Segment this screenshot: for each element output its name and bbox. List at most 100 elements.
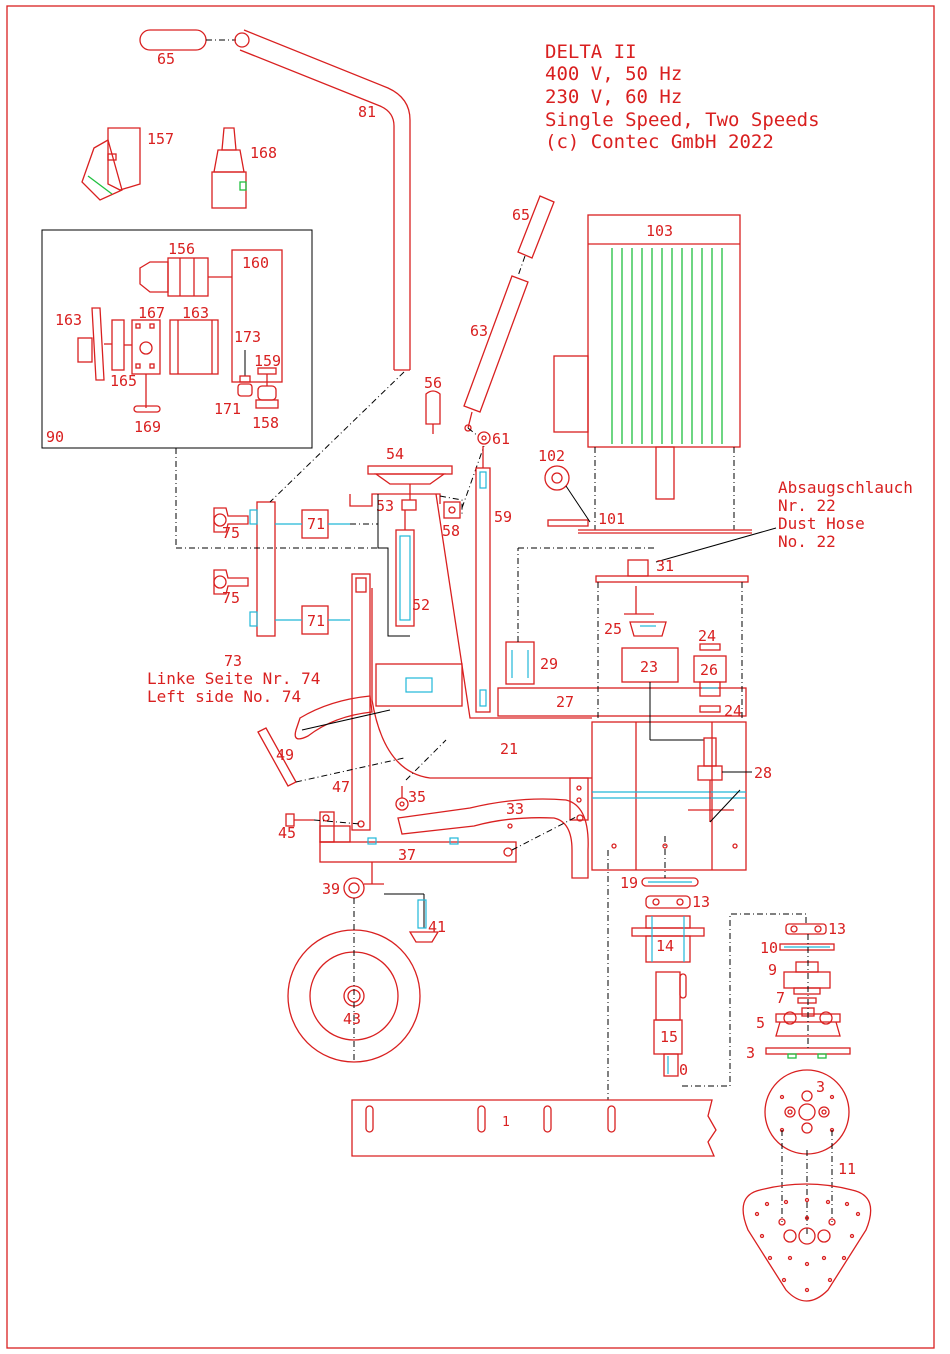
label-75-lower: 75 [222, 589, 240, 607]
label-56: 56 [424, 374, 442, 392]
label-156: 156 [168, 240, 195, 258]
label-159: 159 [254, 352, 281, 370]
title-line-2: 400 V, 50 Hz [545, 63, 682, 85]
label-3-side: 3 [746, 1044, 755, 1062]
label-163-right: 163 [182, 304, 209, 322]
title-block: DELTA II 400 V, 50 Hz 230 V, 60 Hz Singl… [545, 41, 820, 153]
note-dust-hose-de-1: Absaugschlauch [778, 478, 913, 497]
label-168: 168 [250, 144, 277, 162]
adjust-lever-63 [463, 195, 555, 432]
label-19: 19 [620, 874, 638, 892]
label-61: 61 [492, 430, 510, 448]
label-163-left: 163 [55, 311, 82, 329]
bearing-13-right [785, 923, 827, 935]
switch-box-90 [41, 229, 313, 449]
tensioner-26 [693, 643, 727, 713]
label-58: 58 [442, 522, 460, 540]
lever-33 [397, 777, 589, 879]
label-158: 158 [252, 414, 279, 432]
shaft-28 [688, 737, 752, 823]
label-28: 28 [754, 764, 772, 782]
label-52: 52 [412, 596, 430, 614]
shaft-15 [653, 971, 687, 1077]
star-knob-75-lower [213, 569, 249, 595]
label-53: 53 [376, 497, 394, 515]
cover-plate-31 [595, 559, 749, 720]
note-dust-hose-en-1: Dust Hose [778, 514, 865, 533]
label-26: 26 [700, 661, 718, 679]
label-165: 165 [110, 372, 137, 390]
plug-157 [81, 127, 141, 201]
label-7: 7 [776, 989, 785, 1007]
title-line-5: (c) Contec GmbH 2022 [545, 131, 774, 153]
hub-9 [783, 961, 831, 995]
label-13-right: 13 [828, 920, 846, 938]
guide-rail-1 [351, 1099, 717, 1157]
washer-10 [779, 943, 835, 951]
note-left-side-en: Left side No. 74 [147, 687, 301, 706]
label-24-bottom: 24 [724, 702, 742, 720]
disc-3-side [765, 1047, 851, 1059]
label-71-lower: 71 [307, 612, 325, 630]
label-160: 160 [242, 254, 269, 272]
column-52 [395, 510, 415, 627]
label-39: 39 [322, 880, 340, 898]
label-29: 29 [540, 655, 558, 673]
title-line-3: 230 V, 60 Hz [545, 86, 682, 108]
label-169: 169 [134, 418, 161, 436]
screw-45 [285, 813, 361, 827]
label-171: 171 [214, 400, 241, 418]
label-43: 43 [343, 1010, 361, 1028]
label-41: 41 [428, 918, 446, 936]
label-13-left: 13 [692, 893, 710, 911]
label-11: 11 [838, 1160, 856, 1178]
label-81: 81 [358, 103, 376, 121]
label-101: 101 [598, 510, 625, 528]
rod-59 [475, 446, 491, 713]
wheel-43 [287, 898, 421, 1063]
push-handle-81 [139, 29, 411, 371]
title-line-4: Single Speed, Two Speeds [545, 109, 820, 131]
label-3-top: 3 [816, 1078, 825, 1096]
label-71-upper: 71 [307, 515, 325, 533]
title-line-1: DELTA II [545, 41, 637, 63]
note-left-side-de: Linke Seite Nr. 74 [147, 669, 320, 688]
disc-3-top [764, 1069, 850, 1155]
hose-adapter-29 [505, 547, 656, 685]
label-103: 103 [646, 222, 673, 240]
label-47: 47 [332, 778, 350, 796]
label-0: 0 [679, 1061, 688, 1079]
label-102: 102 [538, 447, 565, 465]
note-dust-hose-en-2: No. 22 [778, 532, 836, 551]
label-10: 10 [760, 939, 778, 957]
label-1: 1 [502, 1115, 510, 1130]
label-35: 35 [408, 788, 426, 806]
label-31: 31 [656, 557, 674, 575]
star-knob-75-upper [213, 507, 249, 533]
gear-housing [591, 721, 747, 871]
label-54: 54 [386, 445, 404, 463]
label-37: 37 [398, 846, 416, 864]
label-73: 73 [224, 652, 242, 670]
label-25: 25 [604, 620, 622, 638]
label-15: 15 [660, 1028, 678, 1046]
label-63: 63 [470, 322, 488, 340]
label-65-top: 65 [157, 50, 175, 68]
motor-103 [553, 214, 741, 530]
label-33: 33 [506, 800, 524, 818]
clamp-71-lower [275, 605, 350, 635]
label-14: 14 [656, 937, 674, 955]
label-90: 90 [46, 428, 64, 446]
bearing-13-left [645, 895, 691, 909]
knob-56 [425, 390, 441, 434]
belt-housing-27 [497, 687, 747, 717]
label-21: 21 [500, 740, 518, 758]
note-dust-hose-de-2: Nr. 22 [778, 496, 836, 515]
pivot-58 [439, 445, 485, 519]
label-24-top: 24 [698, 627, 716, 645]
bearing-19 [641, 877, 699, 887]
label-65-lever: 65 [512, 206, 530, 224]
handle-41 [384, 893, 440, 943]
main-frame-21 [371, 493, 592, 779]
